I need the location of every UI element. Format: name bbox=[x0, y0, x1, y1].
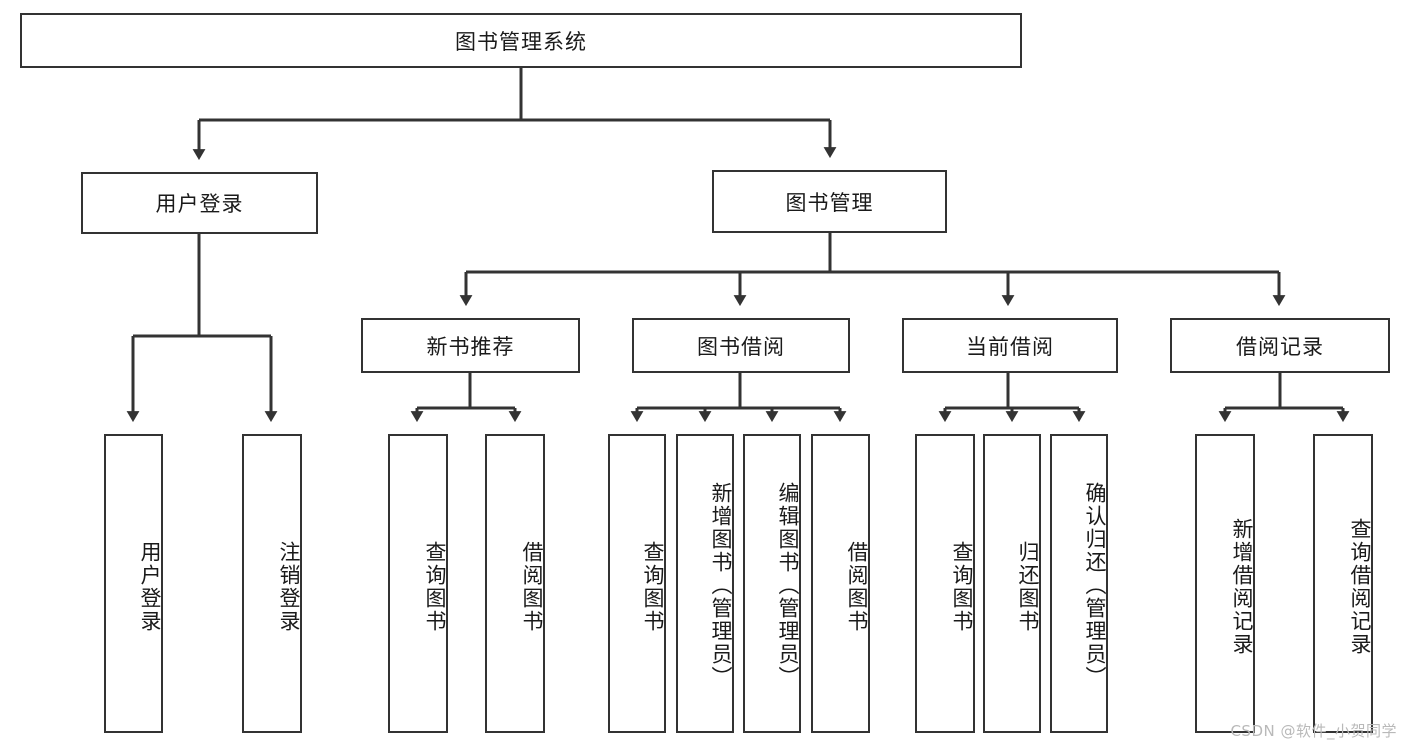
node-leaf-query-book-rec[interactable]: 查询图书 bbox=[388, 434, 448, 733]
edge-group-current-borrow bbox=[938, 373, 1086, 423]
node-root-label: 图书管理系统 bbox=[455, 29, 587, 54]
node-leaf-edit-book-label: 编辑图书（管理员） bbox=[776, 482, 800, 689]
node-leaf-add-record-label: 新增借阅记录 bbox=[1230, 517, 1254, 656]
node-leaf-borrow-book-rec[interactable]: 借阅图书 bbox=[485, 434, 545, 733]
edge-group-borrow-record bbox=[1218, 373, 1350, 423]
node-leaf-query-record[interactable]: 查询借阅记录 bbox=[1313, 434, 1373, 733]
node-leaf-user-login-label: 用户登录 bbox=[138, 540, 162, 633]
node-book-borrow-label: 图书借阅 bbox=[697, 334, 785, 359]
node-leaf-query-record-label: 查询借阅记录 bbox=[1348, 517, 1372, 656]
node-leaf-query-book-cur[interactable]: 查询图书 bbox=[915, 434, 975, 733]
edge-group-user-login bbox=[126, 234, 278, 423]
node-book-manage-label: 图书管理 bbox=[785, 190, 874, 215]
node-user-login-label: 用户登录 bbox=[155, 192, 244, 216]
node-leaf-add-book[interactable]: 新增图书（管理员） bbox=[676, 434, 734, 733]
node-leaf-borrow-book-label: 借阅图书 bbox=[845, 540, 869, 633]
node-new-book-recommend[interactable]: 新书推荐 bbox=[361, 318, 580, 373]
node-leaf-add-book-label: 新增图书（管理员） bbox=[709, 482, 733, 689]
node-book-borrow[interactable]: 图书借阅 bbox=[632, 318, 850, 373]
node-leaf-logout[interactable]: 注销登录 bbox=[242, 434, 302, 733]
node-leaf-query-book-bor[interactable]: 查询图书 bbox=[608, 434, 666, 733]
node-user-login[interactable]: 用户登录 bbox=[81, 172, 318, 234]
node-leaf-return-book[interactable]: 归还图书 bbox=[983, 434, 1041, 733]
node-current-borrow[interactable]: 当前借阅 bbox=[902, 318, 1118, 373]
node-leaf-borrow-book-rec-label: 借阅图书 bbox=[520, 540, 544, 633]
node-leaf-query-book-cur-label: 查询图书 bbox=[950, 540, 974, 633]
node-leaf-return-book-label: 归还图书 bbox=[1016, 540, 1040, 633]
node-borrow-record-label: 借阅记录 bbox=[1236, 334, 1324, 359]
node-leaf-user-login[interactable]: 用户登录 bbox=[104, 434, 163, 733]
node-current-borrow-label: 当前借阅 bbox=[966, 334, 1054, 359]
edge-group-new-book-recommend bbox=[410, 373, 522, 423]
edge-group-book-borrow bbox=[630, 373, 847, 423]
node-leaf-borrow-book[interactable]: 借阅图书 bbox=[811, 434, 870, 733]
edge-group-book-manage bbox=[459, 233, 1286, 307]
node-borrow-record[interactable]: 借阅记录 bbox=[1170, 318, 1390, 373]
node-leaf-confirm-return[interactable]: 确认归还（管理员） bbox=[1050, 434, 1108, 733]
node-book-manage[interactable]: 图书管理 bbox=[712, 170, 947, 233]
node-leaf-logout-label: 注销登录 bbox=[277, 540, 301, 633]
node-new-book-recommend-label: 新书推荐 bbox=[426, 334, 515, 359]
node-leaf-query-book-rec-label: 查询图书 bbox=[423, 540, 447, 633]
node-leaf-edit-book[interactable]: 编辑图书（管理员） bbox=[743, 434, 801, 733]
node-leaf-add-record[interactable]: 新增借阅记录 bbox=[1195, 434, 1255, 733]
watermark: CSDN @软件_小贺同学 bbox=[1230, 722, 1397, 740]
node-leaf-confirm-return-label: 确认归还（管理员） bbox=[1083, 482, 1107, 689]
node-leaf-query-book-bor-label: 查询图书 bbox=[641, 540, 665, 633]
node-root[interactable]: 图书管理系统 bbox=[20, 13, 1022, 68]
edge-group-root bbox=[192, 68, 837, 161]
